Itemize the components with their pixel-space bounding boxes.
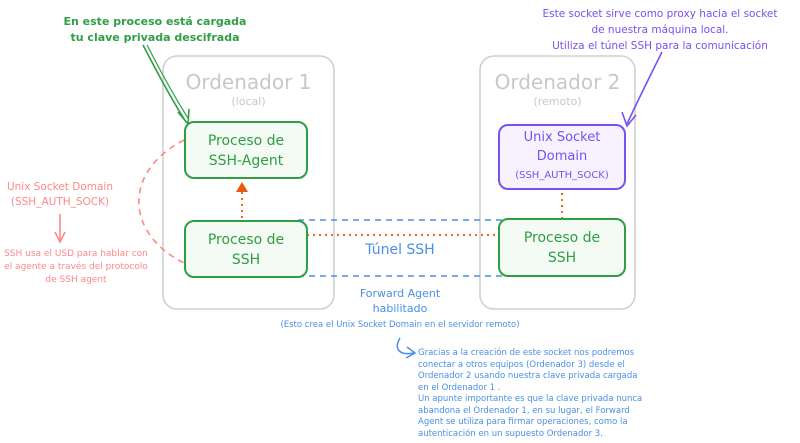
usd-local-curve xyxy=(138,139,187,265)
ssh-process-2-label: Proceso de SSH xyxy=(499,228,625,268)
forward-agent-line-2: habilitado xyxy=(372,302,428,315)
computer-1-subtitle: (local) xyxy=(231,95,266,108)
ssh-process-1-label: Proceso de SSH xyxy=(185,230,307,270)
ssh-process-1-line-1: Proceso de xyxy=(207,232,285,248)
usd-local-desc: SSH usa el USD para hablar con el agente… xyxy=(0,248,152,287)
usd-local-desc-line-2: el agente a través del protocolo xyxy=(4,262,148,272)
socket-note-line-1: Este socket sirve como proxy hacia el so… xyxy=(542,8,778,20)
forward-agent-note: Forward Agent habilitado xyxy=(340,286,460,316)
ssh-process-1-box xyxy=(184,220,308,278)
unix-socket-line-1: Unix Socket xyxy=(523,130,601,145)
unix-socket-label: Unix Socket Domain (SSH_AUTH_SOCK) xyxy=(499,128,625,185)
computer-1-frame xyxy=(162,55,335,310)
usd-local-arrowhead xyxy=(54,231,66,244)
socket-note-line-2: de nuestra máquina local. xyxy=(591,24,729,36)
bottom-note-line-6: abandona el Ordenador 1, en su lugar, el… xyxy=(418,405,630,416)
ssh-agent-line-2: SSH-Agent xyxy=(208,153,284,169)
ssh-process-2-box xyxy=(498,218,626,277)
tunnel-label: Túnel SSH xyxy=(365,242,435,258)
ssh-process-2-line-1: Proceso de xyxy=(523,230,601,246)
ssh-agent-label: Proceso de SSH-Agent xyxy=(185,131,307,171)
socket-note: Este socket sirve como proxy hacia el so… xyxy=(530,6,790,54)
bottom-note-line-1: Gracias a la creación de este socket nos… xyxy=(418,348,635,358)
usd-local-title-line-2: (SSH_AUTH_SOCK) xyxy=(10,196,110,208)
unix-socket-box xyxy=(498,124,626,190)
usd-local-title-line-1: Unix Socket Domain xyxy=(6,181,114,193)
forward-agent-sub: (Esto crea el Unix Socket Domain en el s… xyxy=(280,320,520,330)
agent-note-arrow-2 xyxy=(146,44,189,119)
bottom-note-arrow xyxy=(396,337,415,355)
computer-2-title: Ordenador 2 xyxy=(494,70,621,94)
usd-local-desc-line-1: SSH usa el USD para hablar con xyxy=(4,249,148,259)
ssh-agent-line-1: Proceso de xyxy=(207,133,285,149)
bottom-note-line-2: conectar a otros equipos (Ordenador 3) d… xyxy=(418,359,625,370)
agent-note: En este proceso está cargada tu clave pr… xyxy=(50,14,260,46)
ssh-to-agent-arrowhead xyxy=(236,182,248,192)
usd-local-title: Unix Socket Domain (SSH_AUTH_SOCK) xyxy=(0,180,120,210)
ssh-agent-box xyxy=(184,121,308,179)
agent-note-line-1: En este proceso está cargada xyxy=(63,15,247,28)
bottom-note: Gracias a la creación de este socket nos… xyxy=(418,348,678,440)
socket-note-arrowhead xyxy=(621,111,637,128)
bottom-note-line-8: autenticación en un supuesto Ordenador 3… xyxy=(418,428,603,439)
computer-1-title: Ordenador 1 xyxy=(185,70,312,94)
ssh-process-1-line-2: SSH xyxy=(231,252,261,268)
socket-note-arrow xyxy=(626,51,663,125)
ssh-process-2-line-2: SSH xyxy=(547,250,577,266)
bottom-note-line-3: Ordenador 2 usando nuestra clave privada… xyxy=(418,371,638,381)
unix-socket-line-2: Domain xyxy=(536,149,588,164)
bottom-note-line-7: Agent se utiliza para firmar operaciones… xyxy=(418,417,628,427)
usd-local-desc-line-3: de SSH agent xyxy=(45,275,107,285)
agent-note-line-2: tu clave privada descifrada xyxy=(70,31,240,44)
unix-socket-line-3: (SSH_AUTH_SOCK) xyxy=(515,170,609,181)
computer-2-subtitle: (remoto) xyxy=(533,95,582,108)
bottom-note-line-4: en el Ordenador 1 . xyxy=(418,382,501,393)
socket-note-line-3: Utiliza el túnel SSH para la comunicació… xyxy=(552,40,768,52)
bottom-note-line-5: Un apunte importante es que la clave pri… xyxy=(418,394,643,404)
bottom-note-arrowhead xyxy=(405,346,417,359)
computer-2-frame xyxy=(479,55,636,310)
forward-agent-line-1: Forward Agent xyxy=(359,287,441,300)
